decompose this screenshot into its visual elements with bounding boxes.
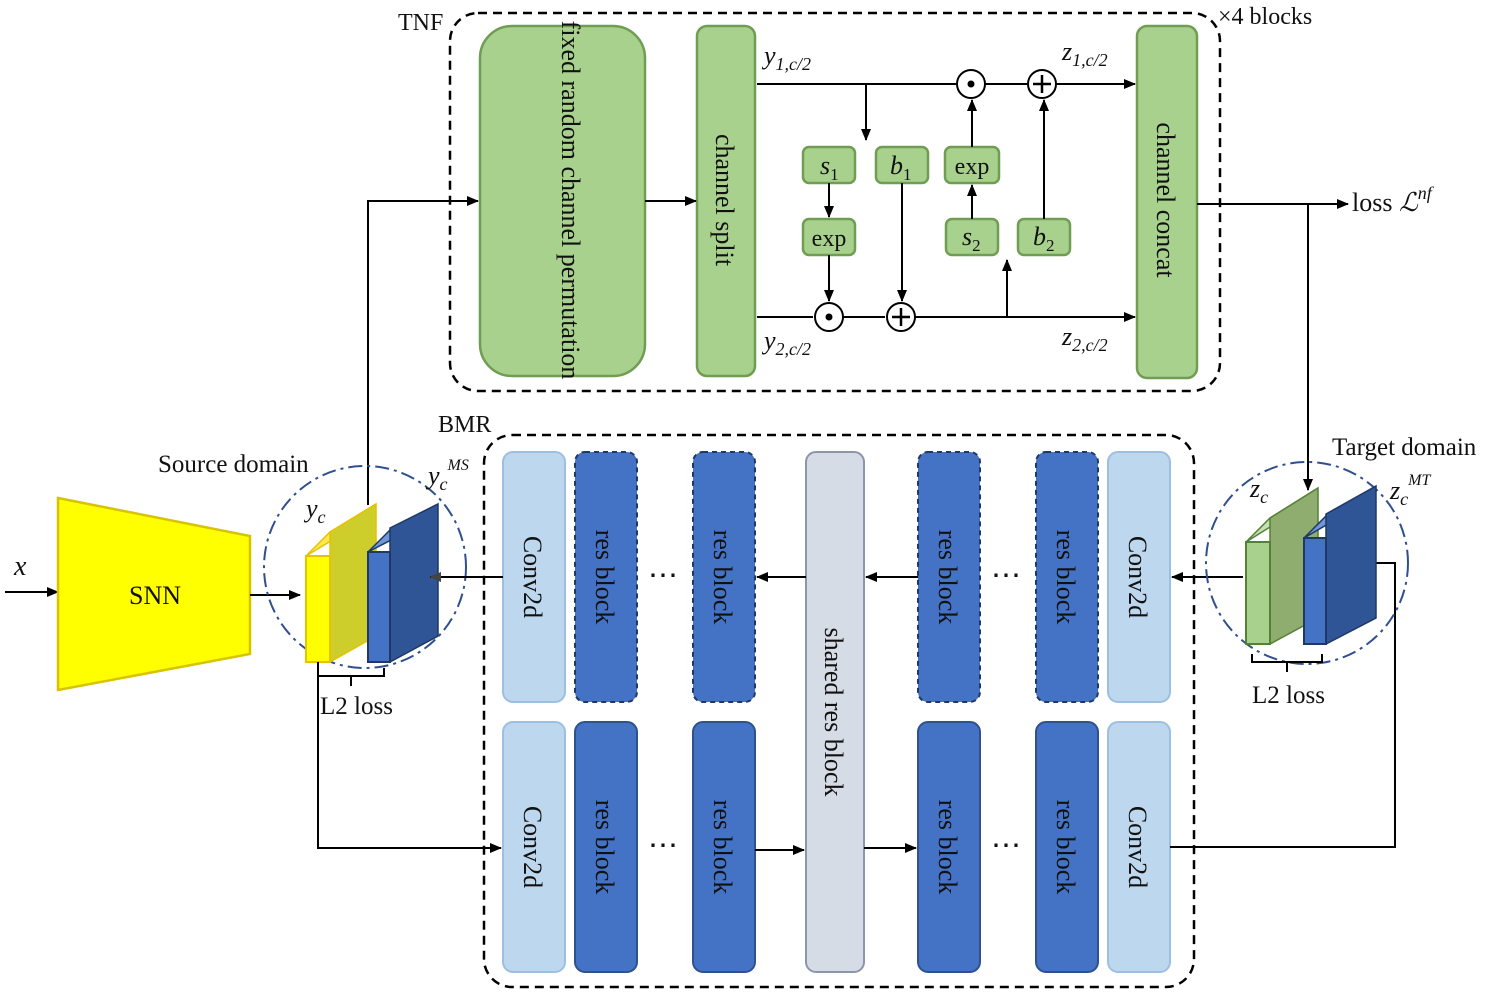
zc-mt-label: zcMT bbox=[1389, 472, 1431, 509]
ellipsis-row2-left: ⋯ bbox=[648, 829, 678, 862]
blocks-note: ×4 blocks bbox=[1218, 4, 1312, 30]
res-block-row2-3-label: res block bbox=[933, 800, 962, 895]
yc-feature-map bbox=[305, 502, 377, 664]
add-op-bottom bbox=[886, 302, 916, 332]
mul-op-bottom bbox=[814, 302, 844, 332]
target-domain-title: Target domain bbox=[1332, 434, 1477, 461]
res-block-row2-4-label: res block bbox=[1051, 800, 1080, 895]
exp2-label: exp bbox=[955, 154, 990, 180]
b2-label: b2 bbox=[1033, 222, 1055, 255]
y2-label: y2,c/2 bbox=[761, 326, 811, 359]
source-l2-brace bbox=[317, 668, 385, 686]
zc-mt-feature-map bbox=[1303, 484, 1377, 646]
target-l2-brace bbox=[1251, 654, 1323, 672]
input-x-label: x bbox=[13, 551, 27, 582]
res-block-row2-1 bbox=[574, 721, 638, 973]
loss-nf-label: loss ℒnf bbox=[1352, 183, 1435, 217]
source-l2-label: L2 loss bbox=[320, 693, 393, 720]
tnf-connectors bbox=[367, 79, 1349, 505]
res-block-row1-4-label: res block bbox=[1051, 530, 1080, 625]
conv2d-row1-right bbox=[1107, 451, 1171, 703]
yc-ms-label: ycMS bbox=[425, 457, 469, 494]
channel-split-block bbox=[695, 24, 757, 378]
bmr-module-border bbox=[482, 433, 1196, 989]
bmr-label: BMR bbox=[438, 412, 491, 438]
tnf-label: TNF bbox=[398, 10, 443, 36]
target-domain-circle bbox=[1205, 461, 1409, 665]
source-domain-circle bbox=[263, 465, 467, 669]
res-block-row2-2 bbox=[692, 721, 756, 973]
b1-label: b1 bbox=[890, 151, 912, 184]
z2-label: z2,c/2 bbox=[1061, 322, 1108, 355]
res-block-row2-2-label: res block bbox=[708, 800, 737, 895]
res-block-row1-1 bbox=[574, 451, 638, 703]
res-block-row1-1-label: res block bbox=[590, 530, 619, 625]
channel-concat-label: channel concat bbox=[1151, 122, 1180, 278]
snn-label: SNN bbox=[129, 581, 181, 610]
add-op-top bbox=[1027, 69, 1057, 99]
res-block-row1-2 bbox=[692, 451, 756, 703]
res-block-row1-3 bbox=[917, 451, 981, 703]
res-block-row1-3-label: res block bbox=[933, 530, 962, 625]
z1-label: z1,c/2 bbox=[1061, 37, 1108, 70]
channel-split-label: channel split bbox=[710, 134, 739, 267]
yc-ms-feature-map bbox=[367, 502, 439, 664]
mul-op-top bbox=[956, 69, 986, 99]
target-l2-label: L2 loss bbox=[1252, 682, 1325, 709]
res-block-row1-2-label: res block bbox=[708, 530, 737, 625]
res-block-row1-4 bbox=[1035, 451, 1099, 703]
snn-encoder bbox=[56, 496, 252, 692]
channel-concat-block bbox=[1135, 24, 1199, 380]
shared-res-block bbox=[805, 451, 865, 973]
ellipsis-row2-right: ⋯ bbox=[991, 829, 1021, 862]
conv2d-row1-left-label: Conv2d bbox=[518, 536, 547, 618]
yc-label: yc bbox=[303, 494, 326, 527]
source-domain-title: Source domain bbox=[158, 451, 309, 478]
conv2d-row2-left-label: Conv2d bbox=[518, 806, 547, 888]
res-block-row2-1-label: res block bbox=[590, 800, 619, 895]
ellipsis-row1-left: ⋯ bbox=[648, 559, 678, 592]
exp1-label: exp bbox=[812, 226, 847, 252]
res-block-row2-3 bbox=[917, 721, 981, 973]
zc-label: zc bbox=[1249, 474, 1268, 507]
y1-label: y1,c/2 bbox=[761, 41, 811, 74]
conv2d-row2-left bbox=[502, 721, 566, 973]
res-block-row2-4 bbox=[1035, 721, 1099, 973]
shared-res-block-label: shared res block bbox=[819, 628, 848, 797]
permutation-label: fixed random channel permutation bbox=[556, 21, 585, 380]
ellipsis-row1-right: ⋯ bbox=[991, 559, 1021, 592]
s1-label: s1 bbox=[820, 151, 839, 184]
s2-label: s2 bbox=[962, 222, 981, 255]
conv2d-row1-right-label: Conv2d bbox=[1123, 536, 1152, 618]
conv2d-row2-right-label: Conv2d bbox=[1123, 806, 1152, 888]
